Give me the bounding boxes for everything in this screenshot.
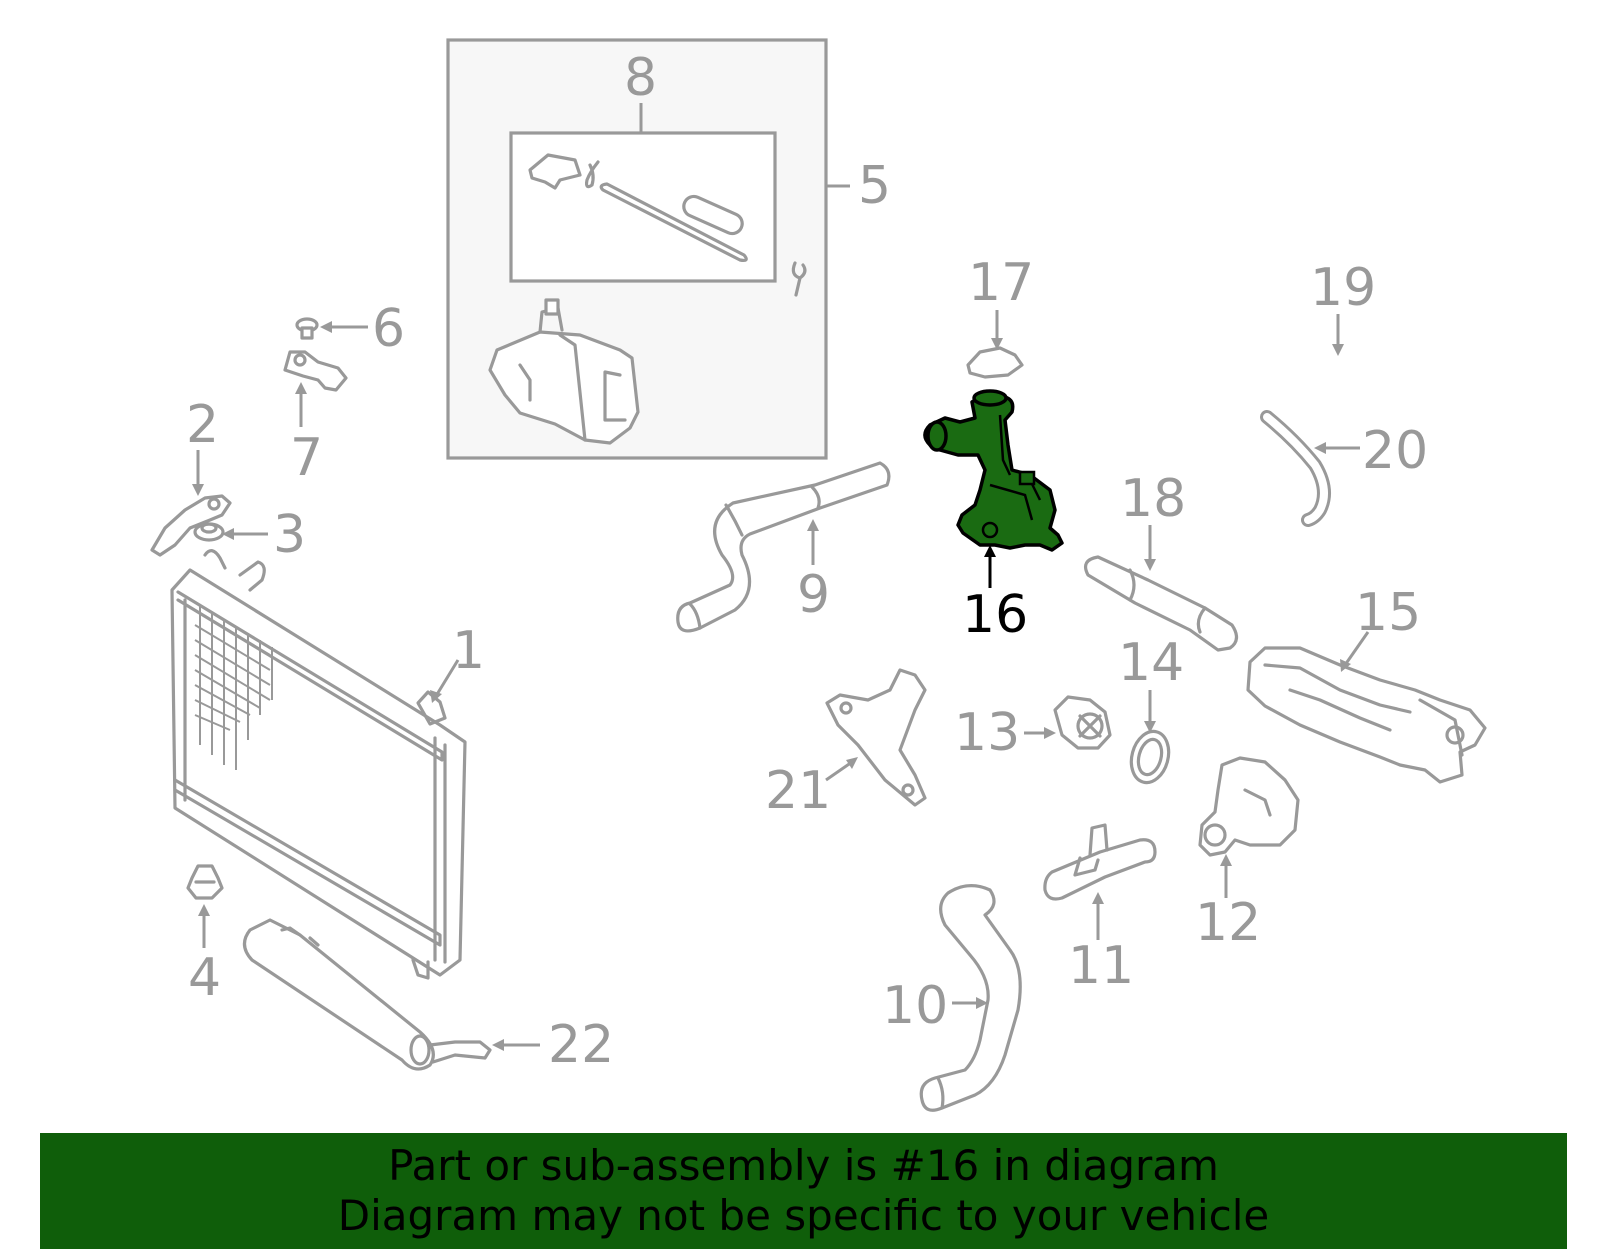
radiator <box>170 549 467 980</box>
mounting-bracket <box>825 668 927 807</box>
callout-9: 9 <box>797 565 830 625</box>
callout-11: 11 <box>1068 936 1134 996</box>
gasket <box>1129 729 1171 785</box>
radiator-support-bracket <box>150 494 232 557</box>
highlighted-part-16 <box>923 389 1064 552</box>
reservoir-kit-inset <box>446 38 850 460</box>
callout-16: 16 <box>962 585 1028 645</box>
radiator-cap <box>966 346 1024 379</box>
upper-bracket <box>283 350 348 392</box>
callout-12: 12 <box>1195 893 1261 953</box>
lower-radiator-hose <box>919 884 1022 1112</box>
lower-cushion <box>186 864 224 900</box>
leader-1 <box>434 659 460 697</box>
lower-pipe <box>242 918 492 1071</box>
upper-radiator-hose <box>676 461 891 633</box>
callout-13: 13 <box>954 703 1020 763</box>
bypass-hose <box>1084 555 1239 652</box>
thermostat <box>1053 695 1112 750</box>
water-outlet-housing <box>1246 646 1487 784</box>
callout-20: 20 <box>1362 421 1428 481</box>
callout-6: 6 <box>372 299 405 359</box>
callout-5: 5 <box>858 156 891 216</box>
callout-19: 19 <box>1310 258 1376 318</box>
callout-4: 4 <box>188 948 221 1008</box>
small-hose-20 <box>1260 410 1331 527</box>
banner-line-2: Diagram may not be specific to your vehi… <box>337 1191 1270 1240</box>
callout-22: 22 <box>548 1015 614 1075</box>
callout-15: 15 <box>1355 583 1421 643</box>
callout-1: 1 <box>452 621 485 681</box>
callout-18: 18 <box>1120 469 1186 529</box>
callout-2: 2 <box>186 395 219 455</box>
callout-17: 17 <box>968 253 1034 313</box>
cushion <box>193 522 225 542</box>
callout-8: 8 <box>624 48 657 108</box>
small-hose-19 <box>1271 356 1349 398</box>
info-banner: Part or sub-assembly is #16 in diagram D… <box>40 1133 1567 1249</box>
callout-10: 10 <box>882 976 948 1036</box>
callout-7: 7 <box>290 428 323 488</box>
water-pipe <box>1043 823 1157 901</box>
bolt <box>295 317 319 340</box>
banner-line-1: Part or sub-assembly is #16 in diagram <box>388 1141 1219 1190</box>
callout-14: 14 <box>1118 633 1184 693</box>
callout-3: 3 <box>273 505 306 565</box>
water-inlet-housing <box>1198 756 1300 857</box>
callout-21: 21 <box>765 761 831 821</box>
